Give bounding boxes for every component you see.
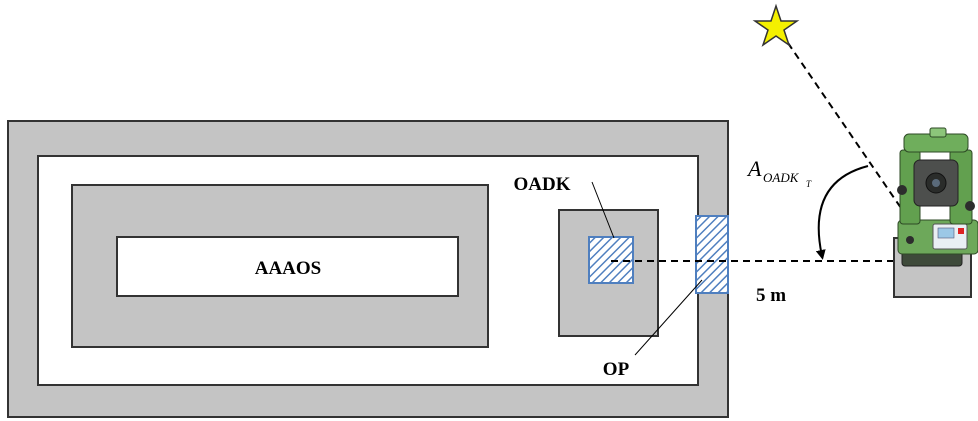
observation-point-leader-line — [634, 279, 703, 356]
target-label: OADK — [514, 174, 571, 195]
azimuth-arc — [815, 165, 869, 260]
azimuth-label: A OADK T — [746, 156, 812, 189]
star-icon — [752, 3, 800, 47]
azimuth-symbol: A — [746, 156, 762, 181]
observation-point-label: OP — [603, 359, 630, 380]
observation-point-marker — [695, 215, 729, 294]
target-leader-line — [591, 181, 615, 239]
star-sight-line — [787, 42, 902, 209]
distance-label: 5 m — [756, 285, 786, 306]
building-label: AAAOS — [255, 258, 322, 279]
total-station-icon — [897, 127, 978, 267]
azimuth-sub-subscript: T — [806, 179, 812, 189]
azimuth-subscript: OADK — [763, 170, 800, 185]
building-core — [116, 236, 459, 297]
